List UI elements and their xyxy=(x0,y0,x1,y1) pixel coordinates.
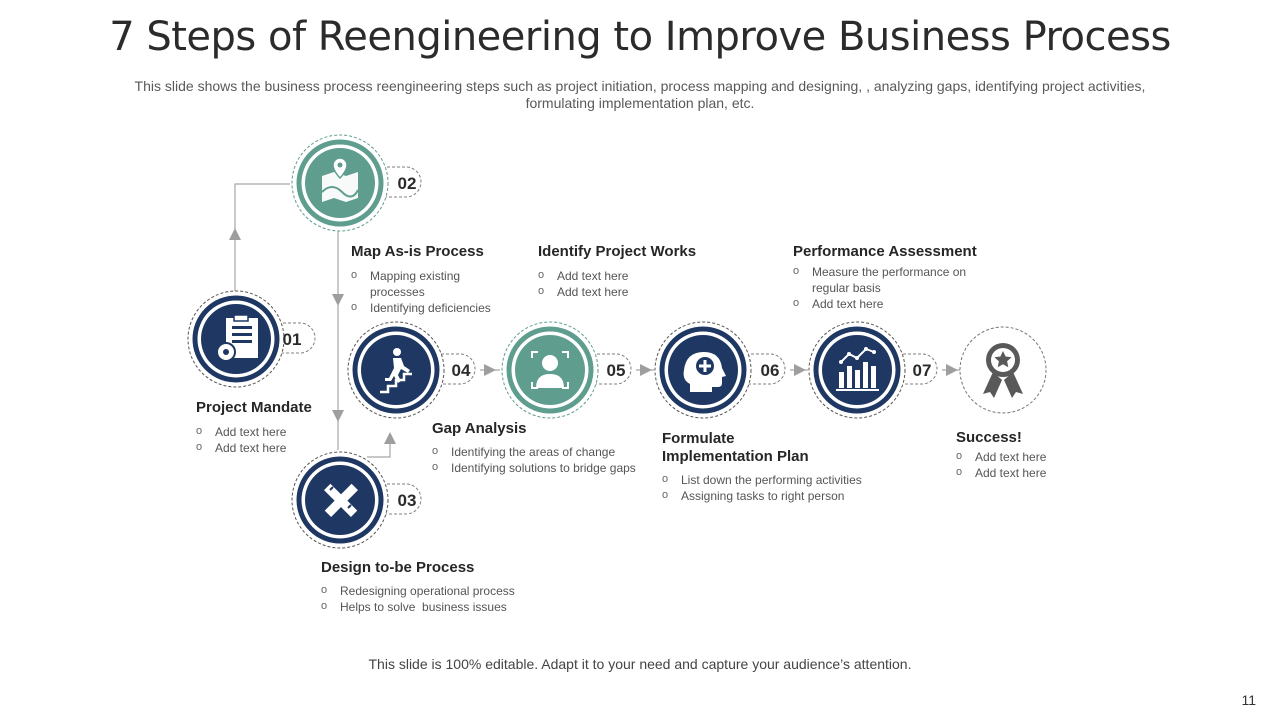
step-05-heading: Identify Project Works xyxy=(538,243,697,260)
list-item: Measure the performance on regular basis xyxy=(793,263,988,296)
pencil-ruler-icon xyxy=(324,483,358,517)
step-03-bullets: Redesigning operational process Helps to… xyxy=(321,582,561,615)
list-item: Identifying the areas of change xyxy=(432,443,662,460)
step-01-number: 01 xyxy=(283,330,302,349)
page-number: 11 xyxy=(1241,692,1256,708)
step-01-heading: Project Mandate xyxy=(196,399,312,416)
step-04-number: 04 xyxy=(452,361,471,380)
step-07-bullets: Measure the performance on regular basis… xyxy=(793,263,988,312)
list-item: Mapping existing processes xyxy=(351,267,480,300)
step-03-number: 03 xyxy=(398,491,417,510)
success-bullets: Add text here Add text here xyxy=(956,448,1096,481)
step-04-node: 04 xyxy=(347,321,476,419)
head-plus-icon xyxy=(683,352,726,392)
step-01-bullets: Add text here Add text here xyxy=(196,423,346,456)
step-06-bullets: List down the performing activities Assi… xyxy=(662,471,892,504)
list-item: Identifying solutions to bridge gaps xyxy=(432,459,662,476)
award-ribbon-icon xyxy=(983,343,1023,398)
list-item: Add text here xyxy=(956,464,1096,481)
list-item: Assigning tasks to right person xyxy=(662,487,892,504)
list-item: Add text here xyxy=(956,448,1096,465)
step-05-bullets: Add text here Add text here xyxy=(538,267,698,300)
step-01-node: 01 xyxy=(187,290,316,388)
list-item: Helps to solve business issues xyxy=(321,598,561,615)
step-02-bullets: Mapping existing processes Identifying d… xyxy=(351,267,516,316)
step-04-heading: Gap Analysis xyxy=(432,420,527,437)
slide-title: 7 Steps of Reengineering to Improve Busi… xyxy=(109,14,1171,60)
step-03-heading: Design to-be Process xyxy=(321,559,475,576)
step-07-number: 07 xyxy=(913,361,932,380)
stairs-climb-icon xyxy=(380,348,412,394)
step-02-node: 02 xyxy=(291,134,422,232)
list-item: Add text here xyxy=(538,283,698,300)
step-02-heading: Map As-is Process xyxy=(351,243,484,260)
step-06-heading: Formulate Implementation Plan xyxy=(662,430,809,465)
list-item: Add text here xyxy=(196,423,346,440)
step-04-bullets: Identifying the areas of change Identify… xyxy=(432,443,662,476)
list-item: Redesigning operational process xyxy=(321,582,561,599)
step-02-number: 02 xyxy=(398,174,417,193)
step-05-number: 05 xyxy=(607,361,626,380)
list-item: Identifying deficiencies xyxy=(351,299,516,316)
success-node xyxy=(959,326,1047,414)
success-heading: Success! xyxy=(956,429,1022,446)
step-03-node: 03 xyxy=(291,451,422,549)
bar-chart-icon xyxy=(836,347,879,391)
list-item: List down the performing activities xyxy=(662,471,892,488)
map-pin-icon xyxy=(321,157,359,202)
step-06-number: 06 xyxy=(761,361,780,380)
footer-note: This slide is 100% editable. Adapt it to… xyxy=(368,656,912,672)
list-item: Add text here xyxy=(196,439,346,456)
slide-subtitle: This slide shows the business process re… xyxy=(134,78,1146,111)
document-gear-icon xyxy=(216,314,258,362)
step-05-node: 05 xyxy=(501,321,632,419)
step-07-heading: Performance Assessment xyxy=(793,243,977,260)
step-07-node: 07 xyxy=(808,321,938,419)
list-item: Add text here xyxy=(793,295,988,312)
connector-arrows xyxy=(229,228,958,444)
step-06-node: 06 xyxy=(654,321,786,419)
list-item: Add text here xyxy=(538,267,698,284)
face-scan-icon xyxy=(531,351,569,389)
